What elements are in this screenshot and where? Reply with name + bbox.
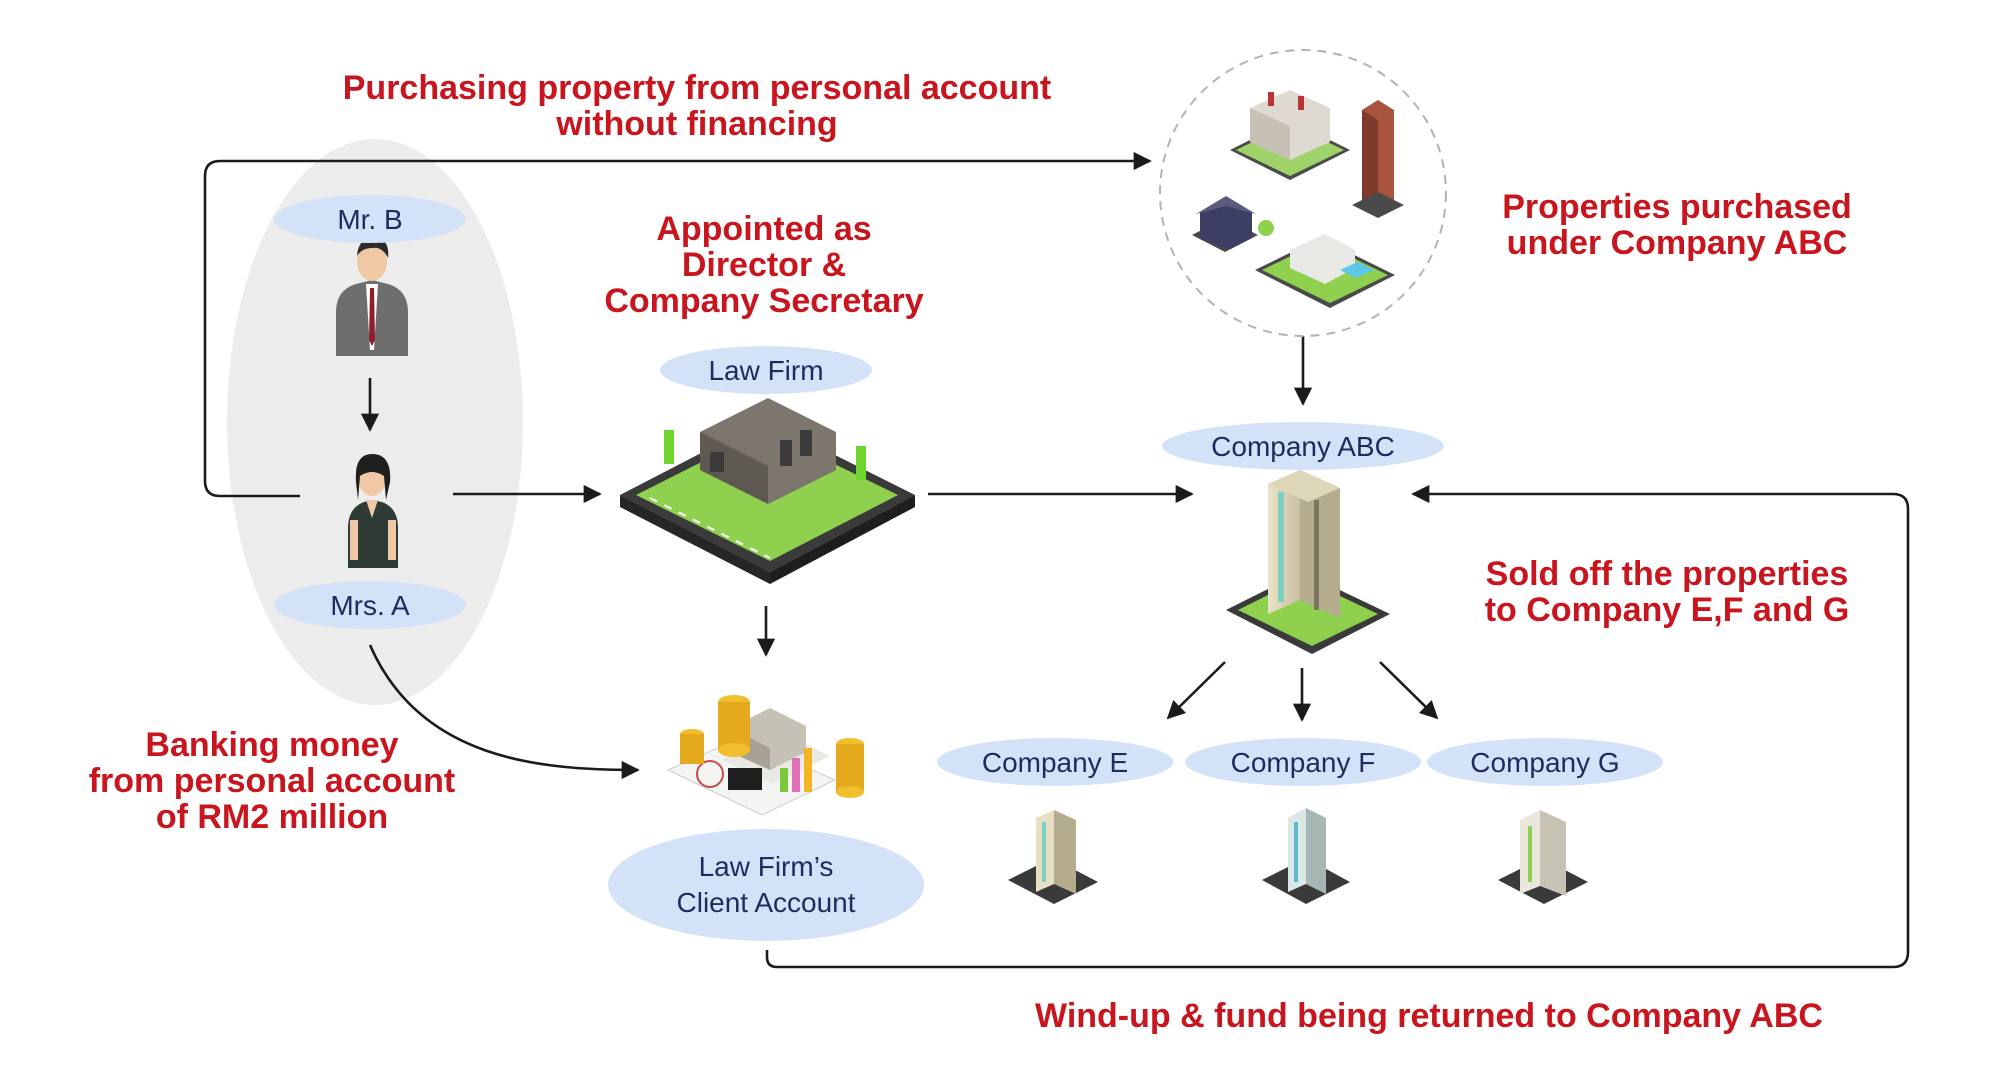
caption-purchasing: Purchasing property from personal accoun… [343,69,1051,143]
svg-text:Appointed as: Appointed as [656,210,871,248]
node-mr-b: Mr. B [274,195,466,243]
svg-text:Banking money: Banking money [145,726,398,764]
node-law-firm: Law Firm [660,346,872,394]
businessman-icon [336,238,408,356]
caption-banking: Banking money from personal account of R… [89,726,456,836]
svg-text:Law Firm’s: Law Firm’s [699,851,834,882]
businesswoman-icon [348,454,398,568]
caption-appointed: Appointed as Director & Company Secretar… [604,210,923,320]
node-company-g: Company G [1427,738,1663,786]
money-coins-documents-icon [666,695,864,816]
svg-text:Properties purchased: Properties purchased [1502,188,1852,226]
caption-sold: Sold off the properties to Company E,F a… [1485,555,1850,629]
svg-text:Company ABC: Company ABC [1211,431,1395,462]
svg-text:Mrs. A: Mrs. A [330,590,410,621]
node-company-e: Company E [937,738,1173,786]
svg-text:Company Secretary: Company Secretary [604,282,923,320]
svg-text:Law Firm: Law Firm [708,355,823,386]
svg-text:without financing: without financing [555,105,837,143]
svg-text:Company G: Company G [1470,747,1619,778]
svg-text:Wind-up & fund being returned: Wind-up & fund being returned to Company… [1035,997,1823,1035]
company-g-tower-icon [1498,810,1588,904]
company-e-tower-icon [1008,810,1098,904]
svg-text:of RM2 million: of RM2 million [156,798,388,836]
arrow-windup-return [765,484,1910,969]
node-company-f: Company F [1185,738,1421,786]
svg-text:Client Account: Client Account [677,887,856,918]
caption-windup: Wind-up & fund being returned to Company… [1035,997,1823,1035]
svg-text:from personal account: from personal account [89,762,456,800]
arrow-abc-to-g [1379,661,1439,720]
svg-text:to Company E,F and G: to Company E,F and G [1485,591,1850,629]
arrow-purchase-property [203,151,1152,498]
node-company-abc: Company ABC [1162,422,1444,470]
caption-properties: Properties purchased under Company ABC [1502,188,1852,262]
arrow-banking-money [368,644,640,780]
svg-text:under Company ABC: under Company ABC [1507,224,1848,262]
company-f-tower-icon [1262,808,1350,904]
node-mrs-a: Mrs. A [274,581,466,629]
node-client-account: Law Firm’s Client Account [608,829,924,941]
svg-text:Mr. B: Mr. B [337,204,402,235]
properties-cluster-icon [1159,49,1447,337]
office-tower-icon [1226,470,1390,654]
arrow-abc-to-e [1166,661,1226,720]
law-firm-building-icon [620,398,915,584]
svg-text:Company E: Company E [982,747,1128,778]
svg-text:Sold off the properties: Sold off the properties [1486,555,1849,593]
svg-text:Director &: Director & [682,246,846,284]
svg-text:Company F: Company F [1231,747,1376,778]
svg-text:Purchasing property from perso: Purchasing property from personal accoun… [343,69,1051,107]
